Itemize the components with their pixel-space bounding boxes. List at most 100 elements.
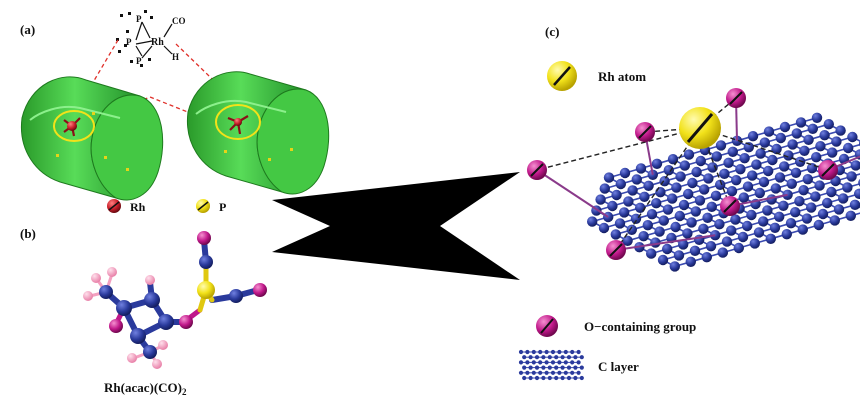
carbon-atom <box>795 156 806 167</box>
carbon-atom <box>695 155 706 167</box>
carbon-atom <box>849 199 860 210</box>
carbon-atom <box>635 202 646 213</box>
carbon-atom <box>778 200 789 211</box>
carbon-atom <box>754 187 765 199</box>
carbon-atom <box>843 142 854 154</box>
carbon-sheet <box>527 88 860 272</box>
carbon-atom <box>655 187 666 198</box>
carbon-atom <box>598 222 610 234</box>
carbon-atom <box>835 125 846 136</box>
panel-a-label: (a) <box>20 22 35 37</box>
o-containing-group <box>818 160 838 180</box>
carbon-atom <box>795 117 807 128</box>
carbon-atom <box>685 256 696 267</box>
carbon-atom <box>673 250 685 261</box>
carbon-atom <box>715 179 726 190</box>
carbon-atom <box>705 241 717 252</box>
carbon-atom <box>738 192 749 203</box>
carbon-atom <box>723 157 734 168</box>
carbon-atom <box>771 143 782 155</box>
carbon-atom <box>703 173 714 184</box>
carbon-atom <box>678 199 690 211</box>
carbon-atom <box>675 171 686 182</box>
carbon-atom <box>810 191 821 202</box>
rh-label: Rh <box>151 37 164 48</box>
carbon-atom <box>662 243 673 255</box>
carbon-atom <box>717 247 728 258</box>
carbon-atom <box>827 147 838 158</box>
carbon-atom <box>686 217 697 228</box>
legend-c-layer-label: C layer <box>598 359 639 374</box>
carbon-atom <box>790 207 801 218</box>
carbon-atom <box>787 139 798 150</box>
carbon-atom <box>779 161 790 172</box>
carbon-atom <box>670 221 681 233</box>
carbon-atom <box>817 208 829 220</box>
carbon-atom <box>829 215 840 226</box>
carbon-atom <box>806 202 817 213</box>
carbon-atom <box>774 211 785 222</box>
carbon-atom <box>657 254 669 266</box>
carbon-atom <box>678 239 689 250</box>
carbon-atom <box>826 186 837 198</box>
p-label-bottom: P <box>136 56 142 66</box>
legend-rh-atom-label: Rh atom <box>598 69 646 84</box>
carbon-atom <box>726 225 737 236</box>
rh-center-ball <box>197 281 215 299</box>
carbon-atom <box>726 186 738 197</box>
carbon-atom <box>651 158 663 169</box>
carbon-atom <box>743 142 754 153</box>
transformation-arrow <box>272 172 520 280</box>
carbon-atom <box>833 204 845 215</box>
rh-acac-co2-molecule <box>83 231 267 369</box>
carbon-atom <box>719 168 730 179</box>
carbon-atom <box>763 126 775 137</box>
carbon-atom <box>846 171 857 182</box>
legend-rh-p: Rh P <box>107 199 226 214</box>
carbon-atom <box>646 209 658 220</box>
carbon-atom <box>663 165 674 176</box>
carbon-atom <box>802 174 813 185</box>
carbon-atom <box>642 220 653 231</box>
carbon-atom <box>683 188 694 200</box>
carbon-atom <box>690 206 701 217</box>
carbon-atom <box>699 184 710 195</box>
active-site-ring-right <box>215 104 261 140</box>
carbon-atom <box>682 228 693 239</box>
carbon-atom <box>683 149 695 160</box>
carbon-atom <box>751 159 762 170</box>
carbon-atom <box>742 220 753 232</box>
carbon-atom <box>813 219 824 231</box>
o-containing-group <box>720 196 740 216</box>
h-label: H <box>172 52 179 62</box>
carbon-atom <box>794 196 805 207</box>
carbon-atom <box>694 195 706 206</box>
carbon-atom <box>791 128 802 139</box>
carbon-atom <box>759 137 770 148</box>
carbon-atom <box>701 252 712 263</box>
carbon-atom <box>783 150 794 161</box>
carbon-atom <box>715 140 727 151</box>
carbon-atom <box>727 146 738 157</box>
carbon-atom <box>815 141 826 152</box>
carbon-atom <box>811 152 822 163</box>
carbon-atom <box>651 198 662 209</box>
carbon-atom <box>746 209 757 221</box>
legend-o-group-label: O−containing group <box>584 319 696 334</box>
carbon-atom <box>831 136 842 147</box>
carbon-atom <box>735 164 746 175</box>
carbon-atom <box>667 154 679 165</box>
carbon-atom <box>769 222 781 233</box>
carbon-atom <box>698 223 709 234</box>
carbon-atom <box>587 216 598 227</box>
carbon-atom <box>799 145 810 156</box>
carbon-atom <box>737 231 749 243</box>
carbon-atom <box>674 210 685 222</box>
carbon-atom <box>798 185 809 196</box>
carbon-atom <box>619 207 630 218</box>
carbon-atom <box>599 183 610 194</box>
carbon-atom <box>635 163 647 174</box>
rh-atom-in-tube-left <box>67 121 77 131</box>
